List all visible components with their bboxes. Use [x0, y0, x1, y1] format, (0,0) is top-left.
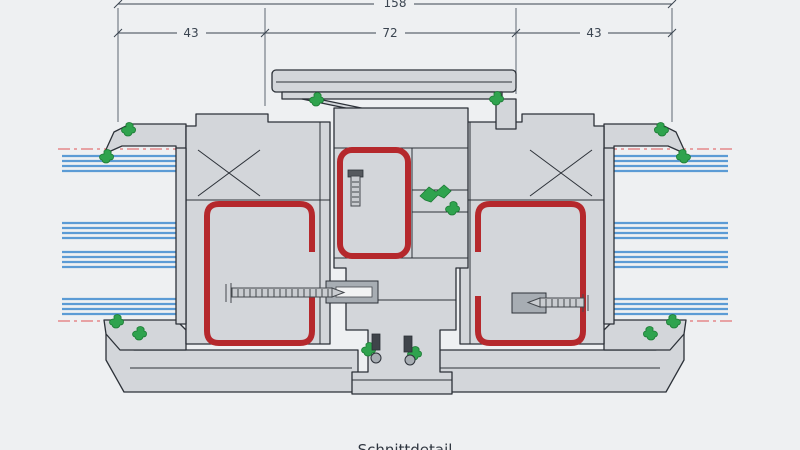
top-cover-lip — [281, 91, 503, 100]
screw-head-bottom — [370, 352, 382, 364]
screw-horizontal-left — [225, 283, 346, 303]
right-sash-assembly — [432, 114, 732, 392]
top-cover-profile — [271, 69, 517, 93]
dimension-label-center: 72 — [382, 26, 397, 40]
screw-vertical-center — [347, 169, 364, 207]
interlock-gasket — [419, 184, 452, 203]
fixing-slot — [371, 333, 381, 351]
dimension-annotations: 158 43 72 43 — [113, 0, 677, 122]
dimension-label-left: 43 — [183, 26, 198, 40]
steel-reinforcement-center — [337, 147, 411, 259]
mullion-body — [333, 107, 469, 395]
figure-caption: Schnittdetail — [357, 441, 453, 450]
top-cover-end-block — [495, 98, 517, 130]
fasteners — [225, 169, 589, 314]
fixing-slot — [403, 335, 413, 353]
dimension-label-right: 43 — [586, 26, 601, 40]
screw-head-bottom — [404, 354, 416, 366]
dimension-label-total: 158 — [384, 0, 407, 10]
screw-horizontal-right — [526, 294, 589, 312]
center-mullion — [271, 69, 517, 395]
left-sash-assembly — [58, 114, 358, 392]
